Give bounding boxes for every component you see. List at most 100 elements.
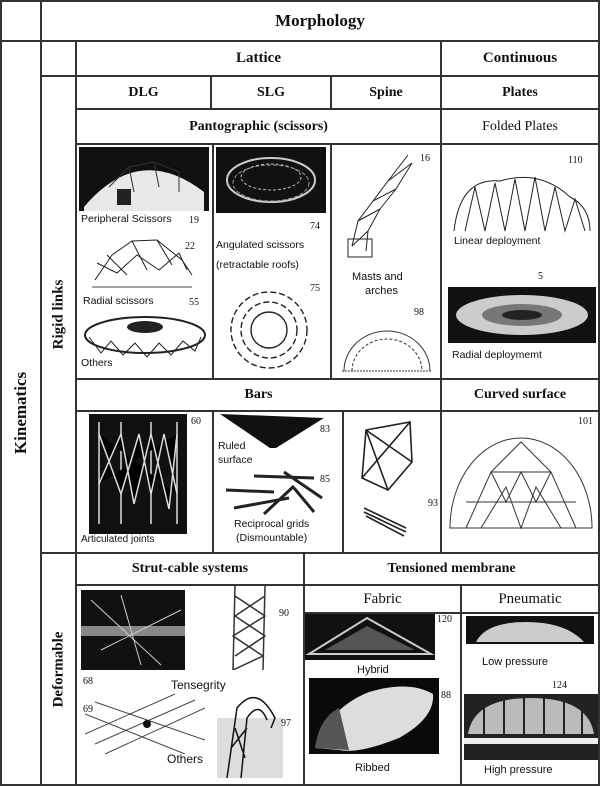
ring-scissors-image <box>230 291 308 369</box>
fabric-label: Fabric <box>363 590 402 607</box>
ref-number: 98 <box>414 307 424 318</box>
rigid-links-label: Rigid links <box>50 279 66 350</box>
curved-surface-label: Curved surface <box>473 387 567 402</box>
radial-deployment-image <box>448 287 596 343</box>
ruled-cell: 83 Ruled surface 85 Reciprocal grids (Di… <box>212 410 344 554</box>
geodesic-dome-image <box>449 437 593 530</box>
spine-cell: 16 Masts and arches 98 <box>330 143 442 380</box>
pantographic-label: Pantographic (scissors) <box>189 118 328 134</box>
plates-header: Plates <box>440 75 600 110</box>
ref-number: 83 <box>320 424 330 435</box>
ribbed-membrane-image <box>309 678 439 754</box>
blank-cell <box>40 40 77 77</box>
slg-cell: 74 Angulated scissors (retractable roofs… <box>212 143 332 380</box>
high-pressure-label: High pressure <box>484 764 553 776</box>
bars-label: Bars <box>244 387 273 402</box>
arches-label: arches <box>365 285 399 297</box>
articulated-cell: Articulated joints 60 <box>75 410 214 554</box>
strut-cable-cell: 68 Tensegrity 90 69 Others 97 <box>75 584 305 786</box>
strut-cable-label: Strut-cable systems <box>131 561 249 576</box>
hybrid-label: Hybrid <box>357 664 389 676</box>
articulated-joints-image <box>89 414 187 534</box>
articulated-joints-label: Articulated joints <box>81 534 155 545</box>
high-pressure-image <box>464 694 598 760</box>
others-label: Others <box>167 752 204 766</box>
ref-number: 101 <box>578 416 593 427</box>
continuous-header: Continuous <box>440 40 600 77</box>
radial-scissors-image <box>92 239 193 288</box>
ruled-surface-image <box>220 414 324 448</box>
pneumatic-cell: Low pressure 124 High pressure <box>460 612 600 786</box>
deformable-label: Deformable <box>50 631 66 707</box>
continuous-label: Continuous <box>482 50 558 66</box>
ref-number: 93 <box>428 498 438 509</box>
fabric-cell: 120 Hybrid 88 Ribbed <box>303 612 462 786</box>
ref-number: 5 <box>538 271 543 282</box>
ref-number: 68 <box>83 676 93 687</box>
ref-number: 55 <box>189 297 199 308</box>
reciprocal-grids-label: Reciprocal grids <box>234 518 310 530</box>
plates-label: Plates <box>502 84 538 100</box>
rigid-links-header: Rigid links <box>40 75 77 554</box>
folded-plates-cell: 110 Linear deployment 5 Radial deploymem… <box>440 143 600 380</box>
linear-deployment-label: Linear deployment <box>454 235 541 247</box>
hybrid-membrane-image <box>305 614 435 660</box>
ref-number: 85 <box>320 474 330 485</box>
angulated-scissors-image <box>216 147 326 213</box>
dlg-label: DLG <box>128 84 159 100</box>
linear-deployment-image <box>453 176 591 233</box>
others-scissors-image <box>84 316 206 358</box>
lattice-header: Lattice <box>75 40 442 77</box>
spine-header: Spine <box>330 75 442 110</box>
reciprocal-grid-image <box>225 470 323 516</box>
morphology-header: Morphology <box>40 0 600 42</box>
slg-label: SLG <box>256 84 285 100</box>
morphology-title: Morphology <box>275 11 365 30</box>
ref-number: 97 <box>281 718 291 729</box>
fabric-header: Fabric <box>303 584 462 614</box>
ref-number: 69 <box>83 704 93 715</box>
ref-number: 110 <box>568 155 583 166</box>
low-pressure-label: Low pressure <box>482 656 549 668</box>
slg-header: SLG <box>210 75 332 110</box>
corner-cell <box>0 0 42 42</box>
ref-number: 19 <box>189 215 199 226</box>
strut-cable-header: Strut-cable systems <box>75 552 305 586</box>
kinematics-label: Kinematics <box>11 371 30 455</box>
ref-number: 88 <box>441 690 451 701</box>
ref-number: 120 <box>437 614 452 625</box>
lattice-label: Lattice <box>236 50 281 66</box>
radial-deployment-label: Radial deploymemt <box>452 349 542 361</box>
deformable-header: Deformable <box>40 552 77 786</box>
ref-number: 60 <box>191 416 201 427</box>
curved-surface-cell: 101 <box>440 410 600 554</box>
tensegrity-tower-image <box>231 586 267 670</box>
radial-scissors-label: Radial scissors <box>83 295 154 307</box>
tensioned-membrane-header: Tensioned membrane <box>303 552 600 586</box>
dlg-cell: Peripheral Scissors 19 22 Radial scissor… <box>75 143 214 380</box>
retractable-roofs-label: (retractable roofs) <box>216 259 299 271</box>
folded-plates-header: Folded Plates <box>440 108 600 145</box>
peripheral-scissors-label: Peripheral Scissors <box>81 213 172 225</box>
tensioned-membrane-label: Tensioned membrane <box>387 561 516 576</box>
mast-image <box>347 154 413 258</box>
ref-number: 75 <box>310 283 320 294</box>
angulated-scissors-label: Angulated scissors <box>216 239 305 251</box>
pneumatic-header: Pneumatic <box>460 584 600 614</box>
kinematics-header: Kinematics <box>0 40 42 786</box>
masts-label: Masts and <box>352 271 403 283</box>
pneumatic-label: Pneumatic <box>498 590 562 607</box>
ref-number: 90 <box>279 608 289 619</box>
tensegrity-label: Tensegrity <box>171 678 226 692</box>
others-label: Others <box>81 357 113 369</box>
bars-header: Bars <box>75 378 442 412</box>
folded-plates-label: Folded Plates <box>482 118 558 134</box>
dismountable-label: (Dismountable) <box>236 532 308 544</box>
bar-frame-image <box>361 421 413 537</box>
surface-label: surface <box>218 454 253 466</box>
ruled-label: Ruled <box>218 440 246 452</box>
ref-number: 16 <box>420 153 430 164</box>
arch-tower-image <box>217 696 283 778</box>
low-pressure-image <box>466 616 594 644</box>
tensegrity-image <box>81 590 185 670</box>
